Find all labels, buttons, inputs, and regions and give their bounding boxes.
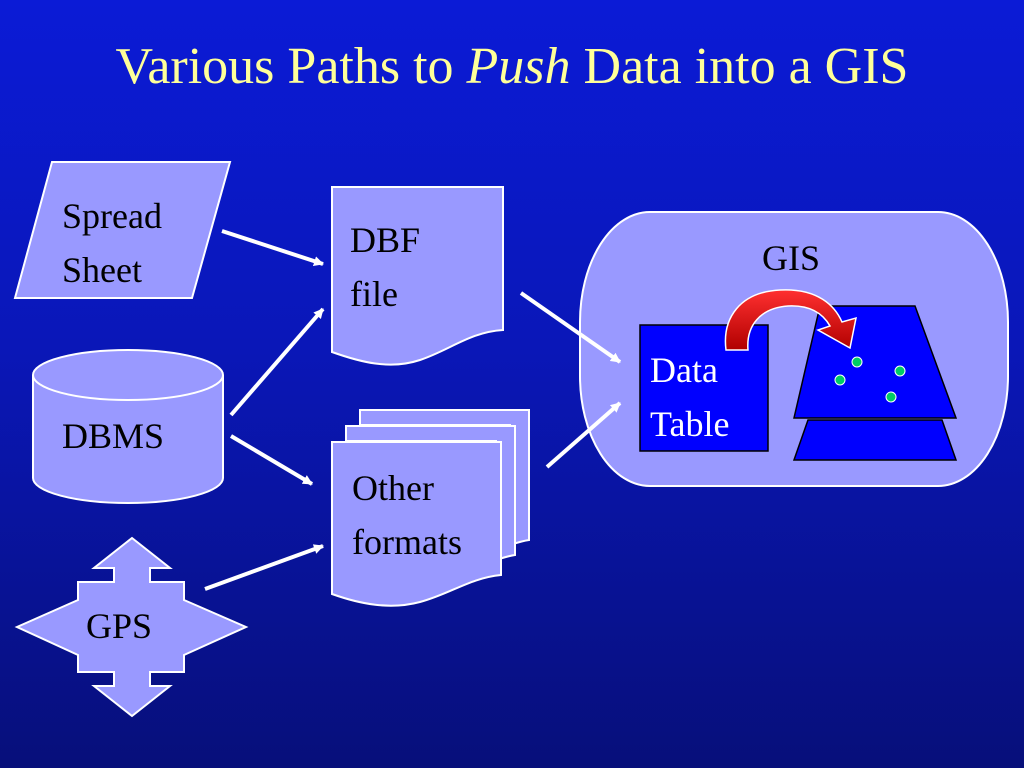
dbf-label-line2: file [350,274,398,314]
slide-title: Various Paths to Push Data into a GIS [0,38,1024,95]
dbf-file-format: DBF file [331,186,504,366]
arrow-spreadsheet-to-dbf [221,229,324,266]
dbms-cylinder-top [32,349,224,401]
other-formats-label-line2: formats [352,522,462,562]
document-stack-front-icon [331,441,502,607]
map-point [894,365,906,377]
document-icon [331,186,504,366]
spreadsheet-source: Spread Sheet [13,161,232,299]
spreadsheet-shape [13,161,232,299]
gps-source: GPS [14,536,249,718]
gis-system: GIS Data Table [579,211,1009,487]
map-layer-bottom [792,419,958,461]
arrow-gps-to-other [204,544,324,591]
title-push-word: Push [466,38,571,95]
dbms-label: DBMS [62,416,164,456]
gps-label: GPS [86,606,152,646]
flow-arrows [204,229,622,591]
gis-label: GIS [762,238,820,278]
arrow-dbf-to-table [519,291,622,364]
map-point [834,374,846,386]
arrow-dbms-to-dbf [229,307,325,417]
dbms-cylinder-body [32,375,224,504]
dbf-label-line1: DBF [350,220,420,260]
other-formats: Other formats [331,409,530,607]
curved-arrow-icon [724,289,857,351]
title-part1: Various Paths to [115,38,467,95]
data-table-label-line2: Table [650,404,729,444]
spreadsheet-label-line2: Sheet [62,250,142,290]
spreadsheet-label-line1: Spread [62,196,162,236]
dbms-source: DBMS [32,349,224,504]
arrow-dbms-to-other [229,434,314,486]
map-point [885,391,897,403]
other-formats-label-line1: Other [352,468,434,508]
title-part3: Data into a GIS [570,38,909,95]
four-way-arrow-icon [14,536,249,718]
data-table-label-line1: Data [650,350,718,390]
arrow-other-to-table [545,401,622,469]
map-point [851,356,863,368]
